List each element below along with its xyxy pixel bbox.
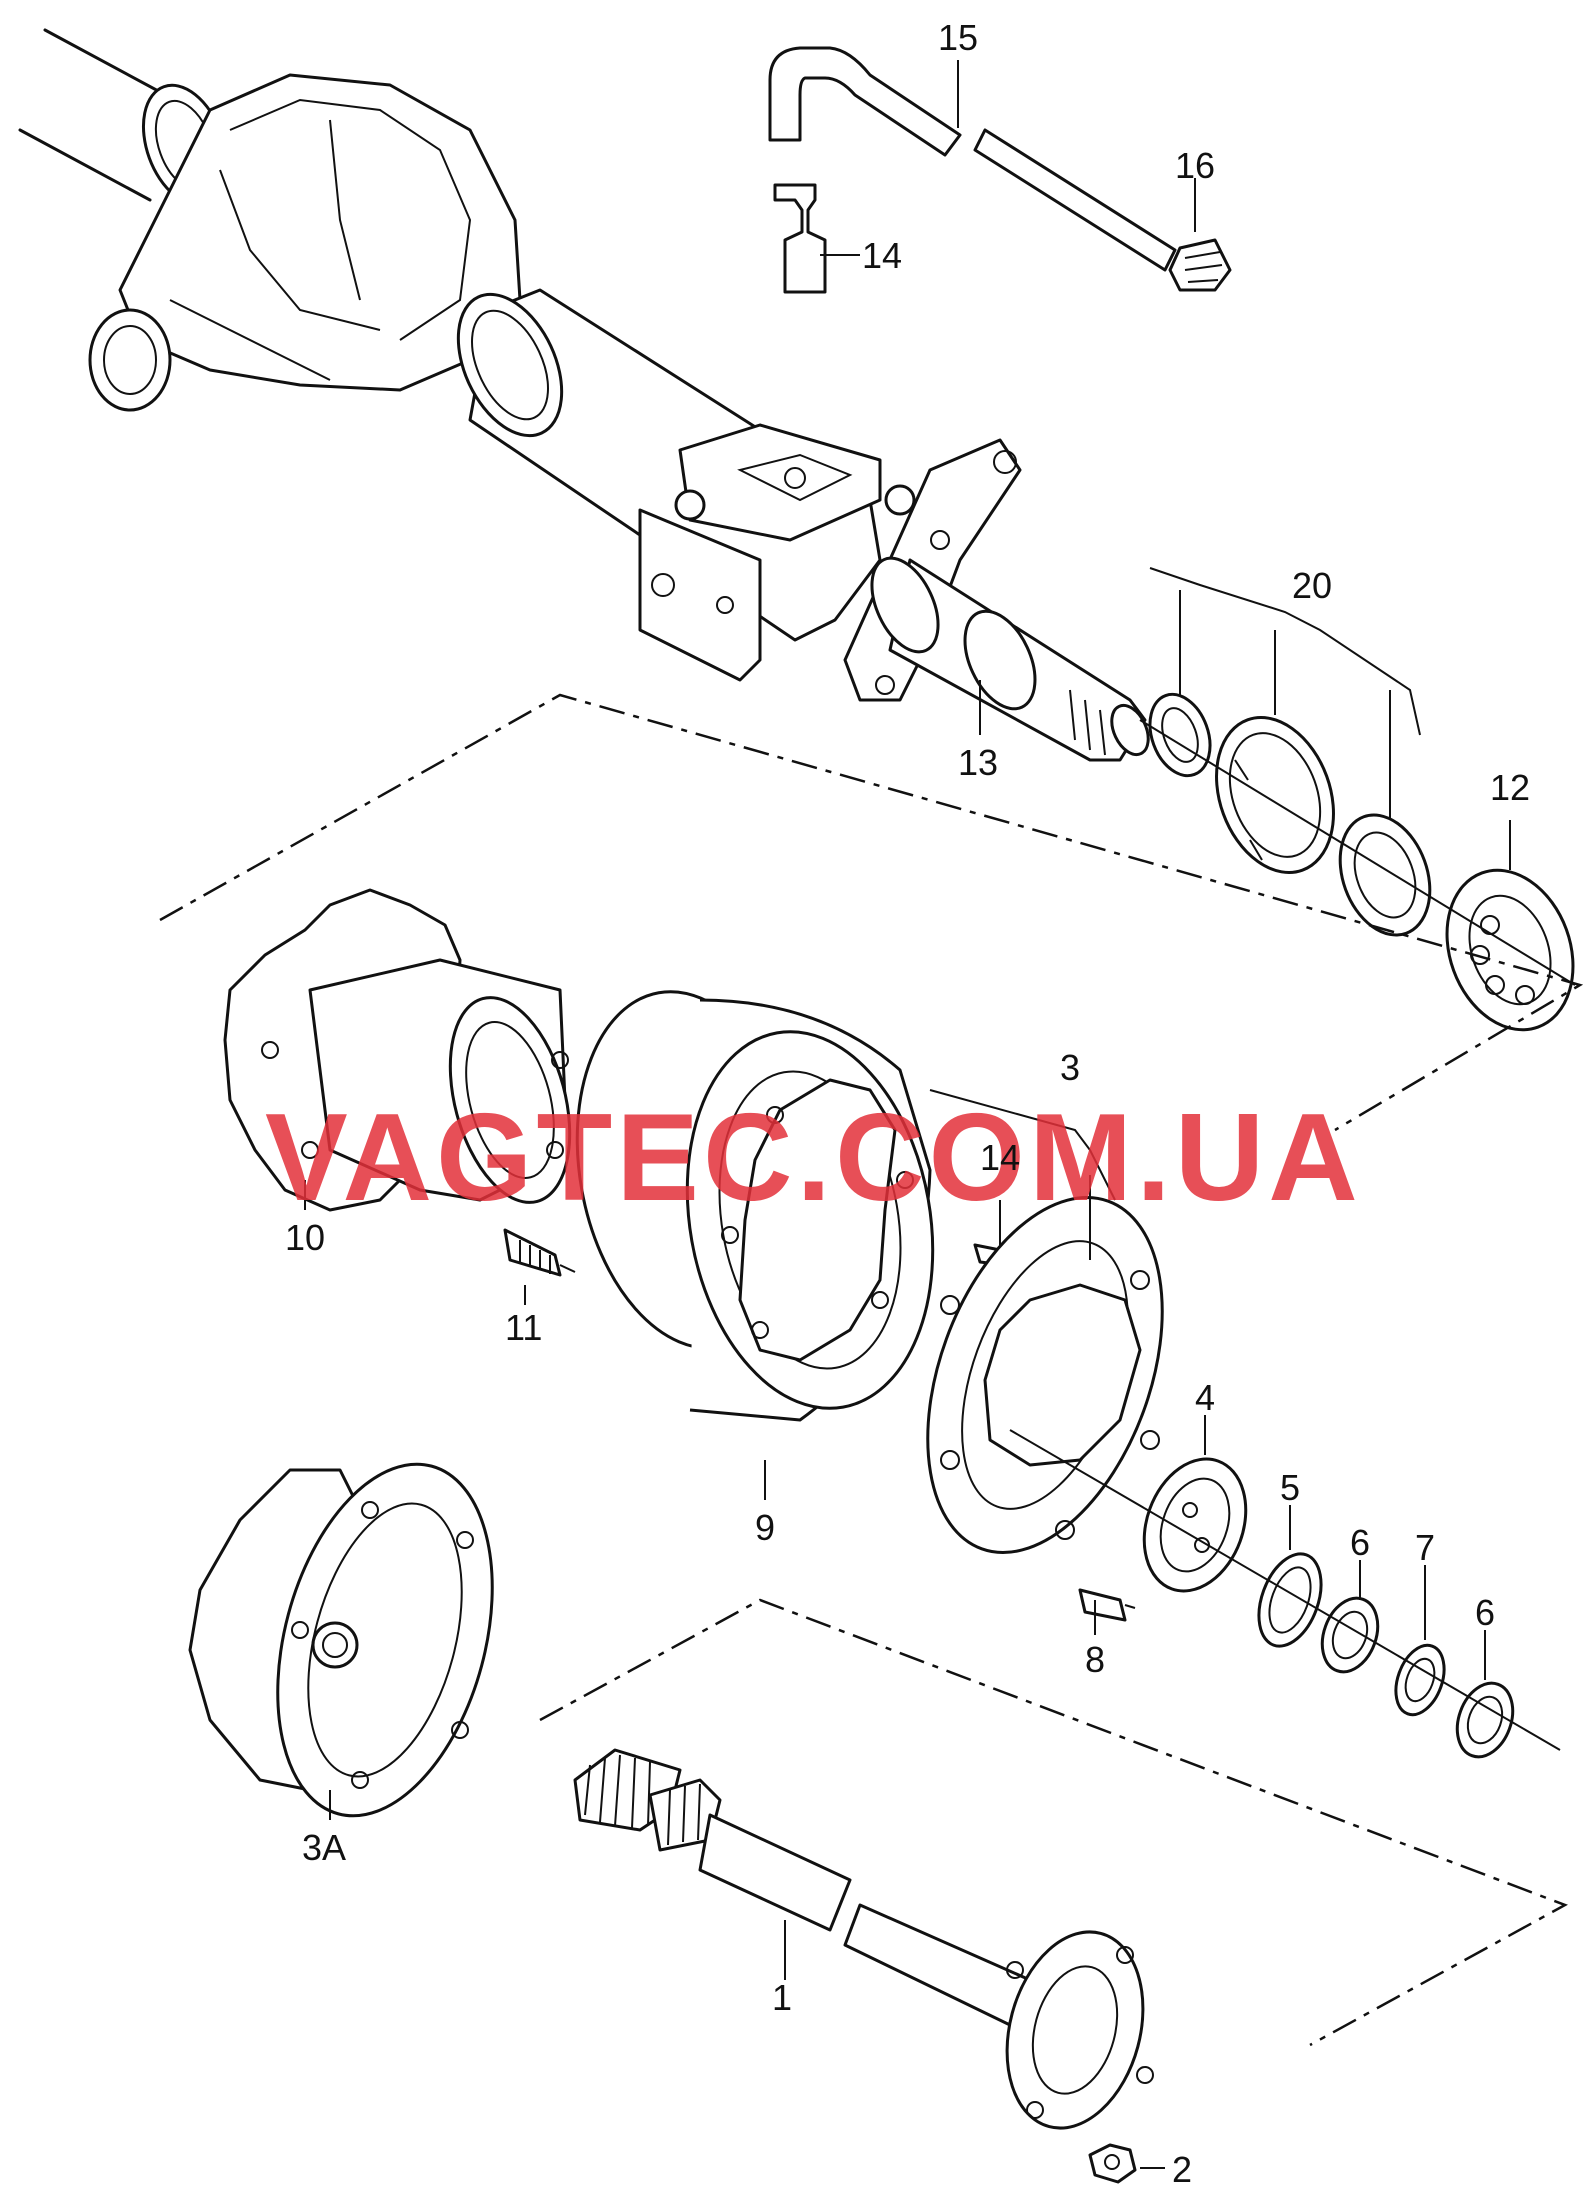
part-label-8: 8 xyxy=(1085,1639,1105,1680)
part-label-9: 9 xyxy=(755,1507,775,1548)
part-label-3a: 3A xyxy=(302,1827,346,1868)
part-label-11: 11 xyxy=(505,1307,542,1348)
part-label-4: 4 xyxy=(1195,1377,1215,1418)
part-label-6b: 6 xyxy=(1475,1592,1495,1633)
part-label-20: 20 xyxy=(1292,565,1332,606)
part-label-14: 14 xyxy=(980,1137,1020,1178)
axle-housing xyxy=(18,28,1150,762)
assembly-box-upper xyxy=(159,693,1584,1132)
watermark-text: VAGTEC.COM.UA xyxy=(265,1089,1362,1227)
assembly-box-lower xyxy=(539,1598,1568,2047)
part-label-3: 3 xyxy=(1060,1047,1080,1088)
part-label-17: 16 xyxy=(1175,145,1215,186)
part-label-1: 1 xyxy=(772,1977,792,2018)
axle-shaft xyxy=(573,1748,1154,2184)
leader-lines xyxy=(304,60,1511,2169)
hub-assembly xyxy=(223,888,576,1277)
part-label-15: 14 xyxy=(862,235,902,276)
part-label-6a: 6 xyxy=(1350,1522,1370,1563)
part-label-13: 13 xyxy=(958,742,998,783)
part-label-5: 5 xyxy=(1280,1467,1300,1508)
part-label-12: 12 xyxy=(1490,767,1530,808)
brake-drum xyxy=(575,990,935,1422)
backing-plate xyxy=(926,1195,1164,1622)
part-label-7: 7 xyxy=(1415,1527,1435,1568)
part-label-16: 15 xyxy=(938,17,978,58)
part-label-10: 10 xyxy=(285,1217,325,1258)
part-label-2: 2 xyxy=(1172,2149,1192,2190)
bearing-kit xyxy=(1139,692,1576,1032)
breather-assembly xyxy=(768,46,1232,294)
hub-housing-3a xyxy=(188,1462,494,1818)
part-labels: 15 16 14 20 12 13 3 14 10 11 4 5 9 6 7 6… xyxy=(285,17,1530,2190)
bearing-and-nuts xyxy=(1009,1429,1561,1759)
